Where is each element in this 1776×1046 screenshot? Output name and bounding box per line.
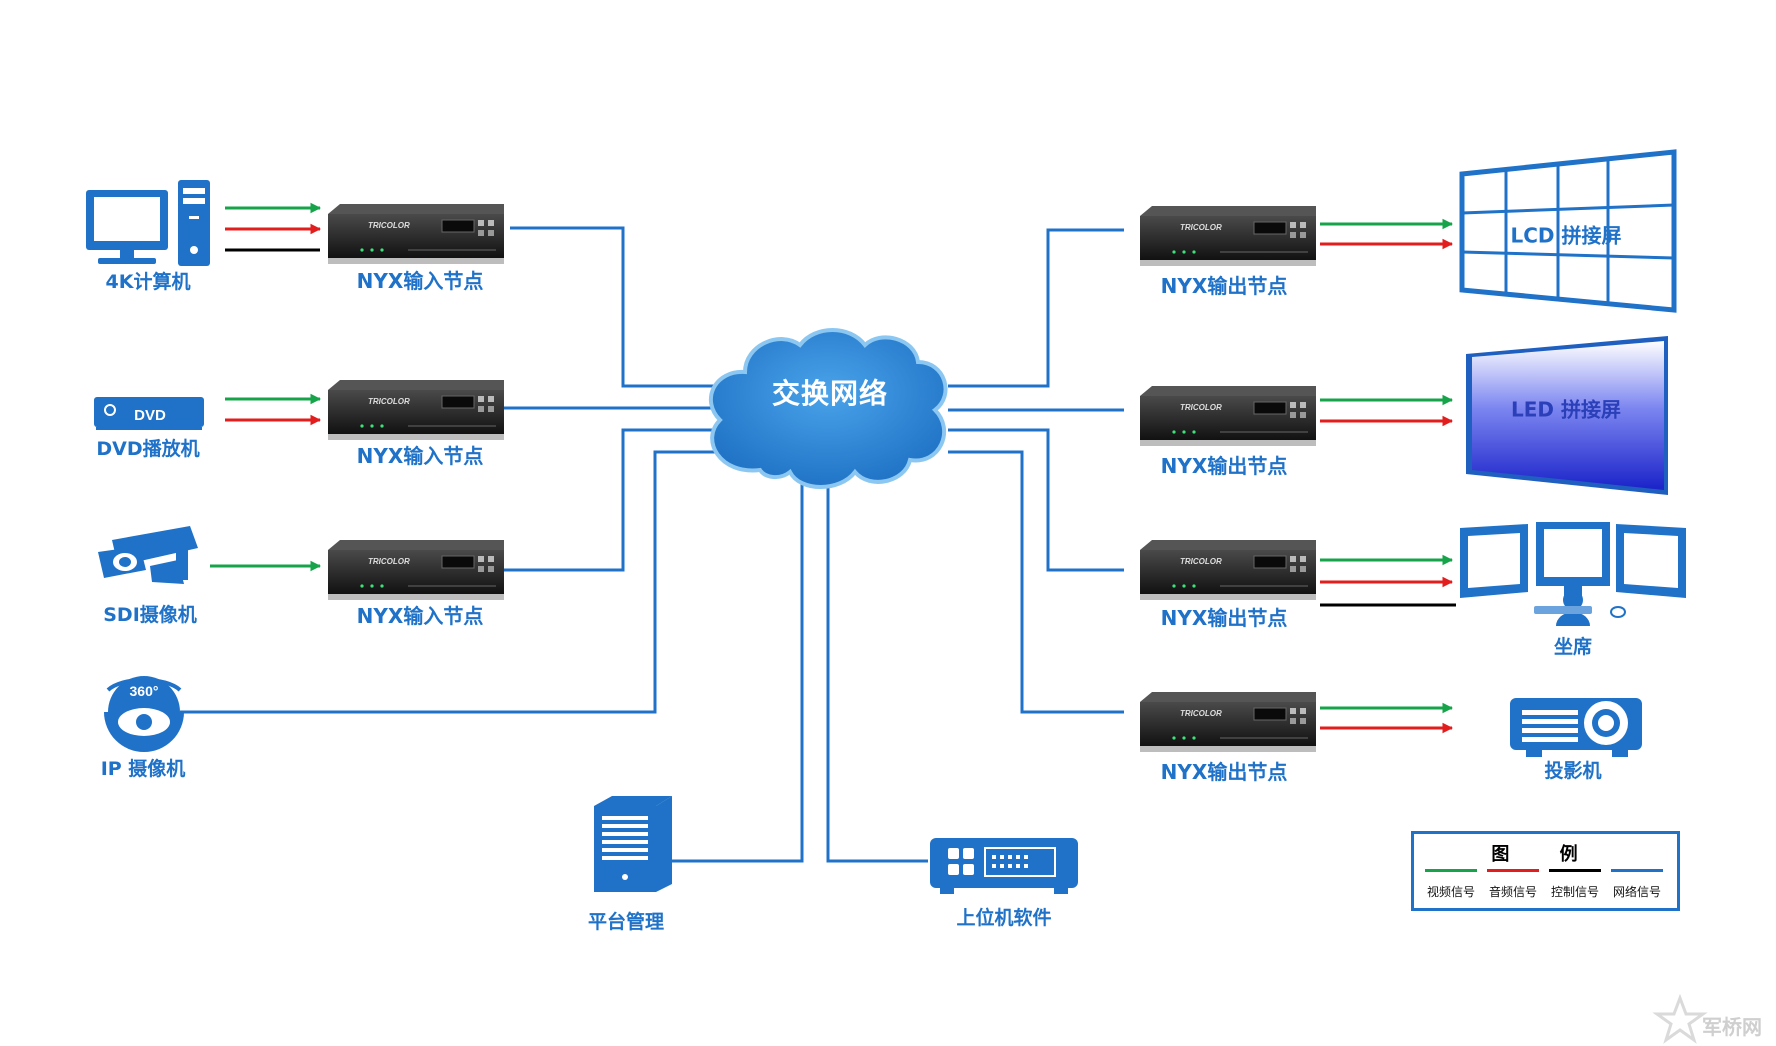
projector-icon — [1510, 698, 1642, 757]
ip-camera-icon: 360° — [104, 676, 184, 752]
output-node-label-1: NYX输出节点 — [1160, 274, 1288, 298]
output-node-4-device: TRICOLOR — [1140, 692, 1316, 752]
output-node-label-3: NYX输出节点 — [1160, 606, 1288, 630]
lcd-wall-label: LCD 拼接屏 — [1510, 223, 1622, 248]
input-node-label-2: NYX输入节点 — [356, 444, 484, 468]
net-line-ipcam — [180, 450, 725, 714]
legend: 图 例 视频信号 音频信号 控制信号 网络信号 — [1411, 831, 1680, 911]
pc4k-label: 4K计算机 — [105, 271, 191, 293]
input-node-2-brand: TRICOLOR — [368, 397, 410, 406]
legend-item-video: 视频信号 — [1426, 885, 1475, 899]
input-node-3-device: TRICOLOR — [328, 540, 504, 600]
legend-item-audio: 音频信号 — [1488, 885, 1537, 899]
led-wall-label: LED 拼接屏 — [1511, 397, 1621, 422]
output-node-3-brand: TRICOLOR — [1180, 557, 1222, 566]
host-software-device-icon — [930, 838, 1078, 894]
dvd-player-label: DVD播放机 — [96, 438, 200, 460]
nyx-nodes: TRICOLOR TRICOLOR TRICOLOR TRICOLOR TRICOLOR… — [328, 204, 1316, 752]
exchange-network-cloud — [708, 328, 948, 489]
output-node-1-device: TRICOLOR — [1140, 206, 1316, 266]
input-node-label-3: NYX输入节点 — [356, 604, 484, 628]
signal-lines — [210, 202, 1456, 734]
legend-title: 图 例 — [1491, 844, 1600, 865]
net-line-out1 — [948, 228, 1124, 388]
sdi-camera-label: SDI摄像机 — [103, 604, 197, 626]
led-video-wall-icon — [1466, 336, 1668, 495]
output-node-1-brand: TRICOLOR — [1180, 223, 1222, 232]
operator-seat-icon — [1460, 522, 1686, 626]
server-icon — [594, 796, 672, 892]
net-line-in3 — [502, 428, 725, 572]
legend-swatch-network — [1611, 869, 1663, 872]
input-node-1-device: TRICOLOR — [328, 204, 504, 264]
output-node-label-2: NYX输出节点 — [1160, 454, 1288, 478]
projector-label: 投影机 — [1544, 760, 1602, 782]
input-node-3-brand: TRICOLOR — [368, 557, 410, 566]
net-line-hostsw — [826, 480, 928, 863]
seat-label: 坐席 — [1553, 636, 1593, 658]
network-lines — [180, 226, 1124, 863]
lcd-video-wall-icon — [1459, 149, 1677, 313]
legend-swatch-audio — [1487, 869, 1539, 872]
computer-icon — [86, 180, 210, 266]
watermark: 军桥网 — [1702, 1015, 1762, 1039]
output-node-label-4: NYX输出节点 — [1160, 760, 1288, 784]
input-node-2-device: TRICOLOR — [328, 380, 504, 440]
sdi-camera-icon — [98, 526, 198, 584]
legend-item-network: 网络信号 — [1612, 885, 1661, 899]
output-node-2-brand: TRICOLOR — [1180, 403, 1222, 412]
legend-swatch-video — [1425, 869, 1477, 872]
net-line-out4 — [948, 450, 1124, 714]
dvd-player-icon: DVD — [94, 397, 204, 430]
output-node-4-brand: TRICOLOR — [1180, 709, 1222, 718]
host-software-label: 上位机软件 — [956, 907, 1052, 929]
watermark-star-icon — [1652, 993, 1708, 1044]
legend-item-control: 控制信号 — [1550, 885, 1599, 899]
ip-camera-label: IP 摄像机 — [100, 758, 186, 780]
platform-label: 平台管理 — [587, 911, 665, 933]
net-line-in1 — [510, 226, 725, 388]
legend-swatch-control — [1549, 869, 1601, 872]
output-node-2-device: TRICOLOR — [1140, 386, 1316, 446]
net-line-platform — [672, 480, 804, 863]
dvd-badge: DVD — [134, 407, 166, 424]
input-node-1-brand: TRICOLOR — [368, 221, 410, 230]
net-line-out3 — [948, 428, 1124, 572]
output-node-3-device: TRICOLOR — [1140, 540, 1316, 600]
exchange-network-label: 交换网络 — [771, 377, 889, 410]
ip-camera-badge: 360° — [130, 683, 159, 699]
input-node-label-1: NYX输入节点 — [356, 269, 484, 293]
